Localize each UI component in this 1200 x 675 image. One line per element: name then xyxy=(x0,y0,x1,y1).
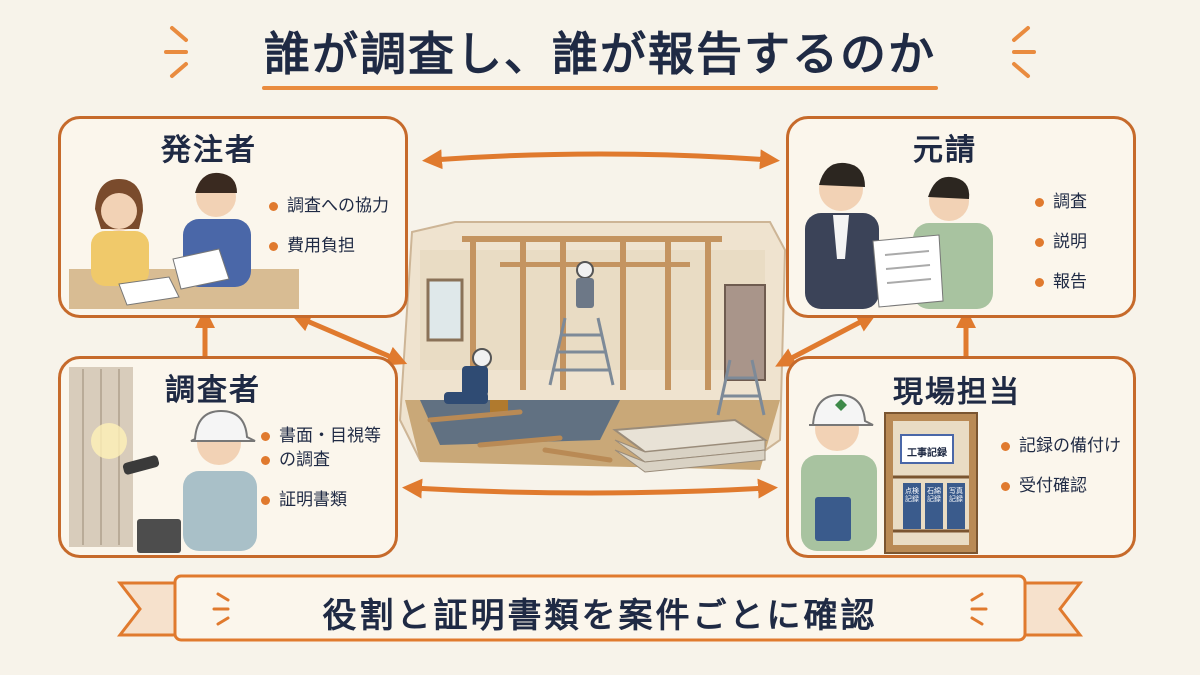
list-item: 受付確認 xyxy=(1001,475,1121,497)
investigator-illustration xyxy=(69,367,257,553)
list-item: 説明 xyxy=(1035,231,1087,253)
binder-label-2: 石綿記録 xyxy=(927,487,941,503)
title-spark-right xyxy=(1012,26,1036,78)
client-responsibilities: 調査への協力 費用負担 xyxy=(269,195,389,275)
arrow-client-center xyxy=(290,312,408,366)
list-item: 調査への協力 xyxy=(269,195,389,217)
page-title: 誰が調査し、誰が報告するのか xyxy=(264,27,936,81)
investigator-title: 調査者 xyxy=(157,365,269,409)
role-card-client: 発注者 調査への協力 費用負担 xyxy=(58,116,408,318)
site-manager-illustration xyxy=(801,393,978,554)
list-item: 記録の備付け xyxy=(1001,435,1121,457)
investigator-responsibilities: 書面・目視等 の調査 証明書類 xyxy=(261,425,381,529)
client-meeting-illustration xyxy=(69,172,299,309)
list-item: 調査 xyxy=(1035,191,1087,213)
site-manager-responsibilities: 記録の備付け 受付確認 xyxy=(1001,435,1121,515)
prime-contractor-illustration xyxy=(805,162,993,309)
list-item: 証明書類 xyxy=(261,489,381,511)
arrow-prime-center xyxy=(775,313,877,367)
shelf-sign-label: 工事記録 xyxy=(907,448,947,459)
binder-label-1: 点検記録 xyxy=(905,487,919,503)
binder-label-3: 写真記録 xyxy=(949,487,963,503)
prime-contractor-responsibilities: 調査 説明 報告 xyxy=(1035,191,1087,311)
client-title: 発注者 xyxy=(153,125,265,169)
footer-ribbon xyxy=(116,574,1084,642)
list-item-continuation: の調査 xyxy=(261,449,381,471)
title-spark-left xyxy=(164,26,188,78)
list-item: 費用負担 xyxy=(269,235,389,257)
list-item: 書面・目視等 xyxy=(261,425,381,447)
list-item: 報告 xyxy=(1035,271,1087,293)
role-card-site-manager: 工事記録 点検記録 石綿記録 写真記録 現場担当 記録の備付け 受付確認 xyxy=(786,356,1136,558)
role-card-prime-contractor: 元請 調査 説明 報告 xyxy=(786,116,1136,318)
arrow-investigator-site xyxy=(402,478,778,499)
site-manager-title: 現場担当 xyxy=(885,367,1029,411)
footer-banner-text: 役割と証明書類を案件ごとに確認 xyxy=(322,596,878,636)
role-card-investigator: 調査者 書面・目視等 の調査 証明書類 xyxy=(58,356,398,558)
construction-site-illustration xyxy=(398,221,787,473)
prime-contractor-title: 元請 xyxy=(905,125,985,169)
board-stack xyxy=(612,418,768,473)
title-underline xyxy=(262,86,938,90)
arrow-client-prime xyxy=(422,149,780,170)
